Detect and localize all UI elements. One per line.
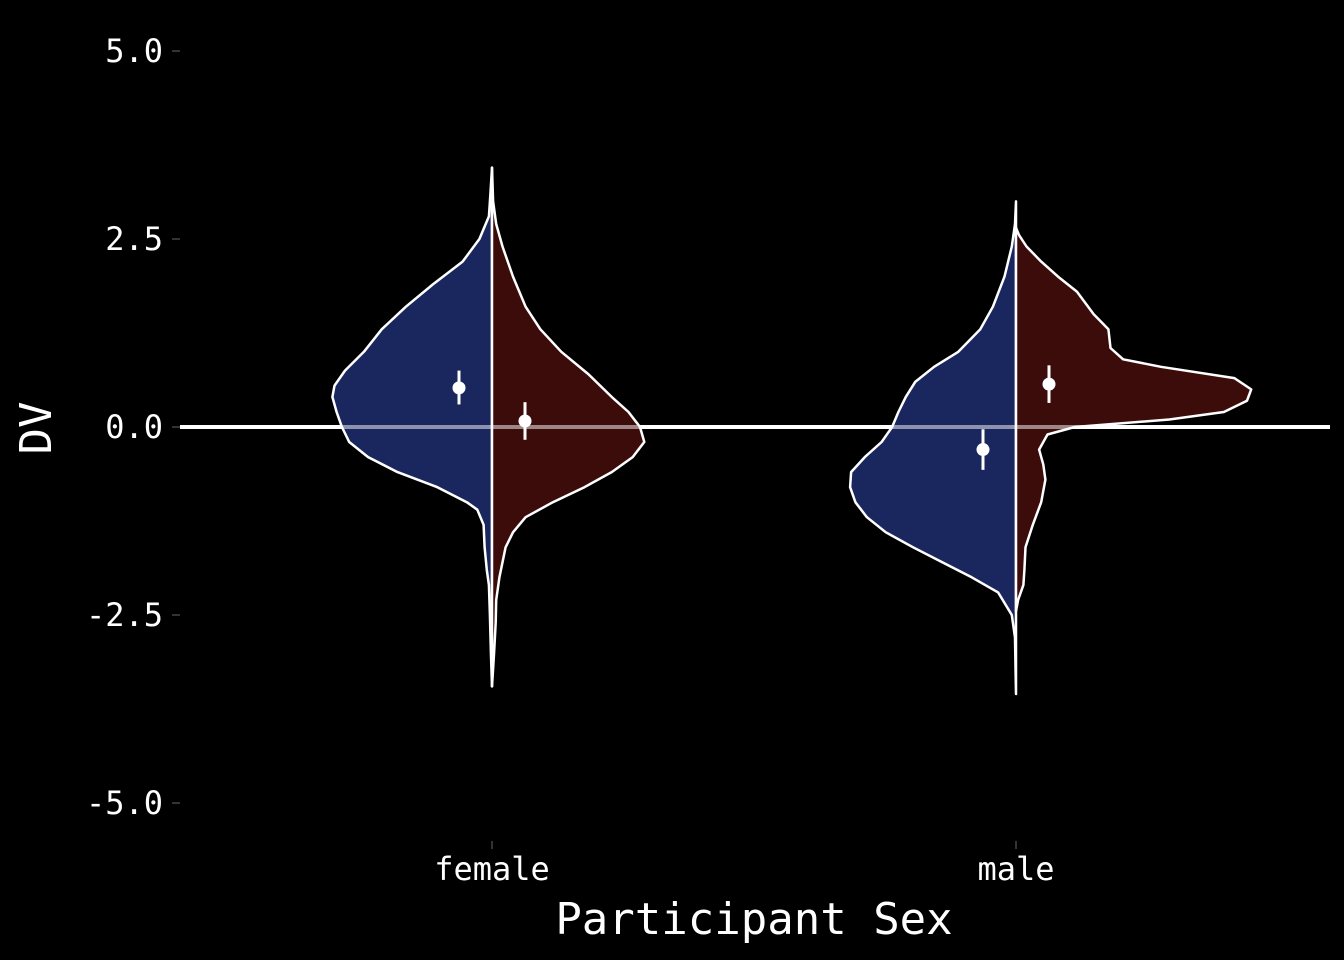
mean-point-male-right [1042, 377, 1056, 391]
mean-point-female-left [452, 381, 466, 395]
x-axis: female male [434, 841, 1055, 888]
y-tick-label: -5.0 [86, 784, 163, 822]
y-tick-label: 0.0 [105, 408, 163, 446]
y-tick-label: 2.5 [105, 220, 163, 258]
y-axis: 5.0 2.5 0.0 -2.5 -5.0 [86, 32, 180, 822]
x-tick-label: female [434, 850, 550, 888]
violin-layer [180, 166, 1330, 696]
x-tick-label: male [977, 850, 1054, 888]
violin-half-male-left [848, 200, 1018, 696]
mean-marker-layer [452, 365, 1056, 470]
y-axis-title: DV [11, 402, 62, 455]
x-axis-title: Participant Sex [555, 894, 952, 945]
y-tick-label: -2.5 [86, 596, 163, 634]
y-tick-label: 5.0 [105, 32, 163, 70]
mean-point-female-right [518, 414, 532, 428]
violin-half-male-right [1014, 226, 1253, 613]
mean-point-male-left [976, 443, 990, 457]
